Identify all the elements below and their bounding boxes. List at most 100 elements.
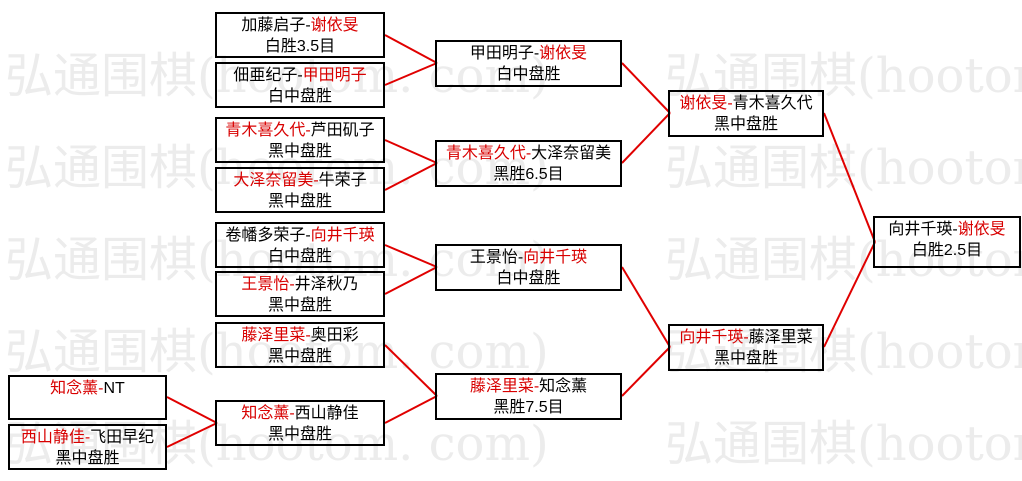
match-players: 大泽奈留美-牛荣子 xyxy=(217,170,383,191)
match-separator: - xyxy=(525,145,532,162)
bracket-line xyxy=(166,422,218,448)
player-name: 加藤启子 xyxy=(241,17,306,34)
match-separator: - xyxy=(305,122,311,139)
bracket-line xyxy=(166,396,218,424)
match-box-r1-2: 佃亜纪子-甲田明子白中盘胜 xyxy=(215,62,385,108)
match-players: 向井千瑛-谢依旻 xyxy=(875,219,1019,240)
match-players: 知念薰-西山静佳 xyxy=(217,403,383,424)
bracket-line xyxy=(823,112,876,243)
match-players: 王景怡-井泽秋乃 xyxy=(217,274,383,295)
match-result: 白中盘胜 xyxy=(496,66,561,83)
player-name: 飞田早纪 xyxy=(90,429,155,446)
bracket-line xyxy=(384,244,438,268)
player-name: 佃亜纪子 xyxy=(233,67,298,84)
player-name: 向井千瑛 xyxy=(679,329,744,346)
match-result: 黑中盘胜 xyxy=(713,116,778,133)
player-name: 向井千瑛 xyxy=(523,249,588,266)
match-box-sf-2: 向井千瑛-藤泽里菜黑中盘胜 xyxy=(668,324,824,371)
match-separator: - xyxy=(305,327,311,344)
bracket-line xyxy=(384,162,438,191)
match-separator: - xyxy=(533,378,540,395)
match-box-prelim-2: 西山静佳-飞田早纪黑中盘胜 xyxy=(8,424,167,470)
player-name: 甲田明子 xyxy=(302,67,367,84)
player-name: NT xyxy=(103,380,125,397)
match-separator: - xyxy=(952,221,958,238)
match-result: 黑胜6.5目 xyxy=(493,166,564,183)
match-result: 黑中盘胜 xyxy=(267,348,332,365)
match-players: 甲田明子-谢依旻 xyxy=(437,43,620,64)
bracket-line xyxy=(621,62,671,114)
bracket-line xyxy=(621,112,671,164)
match-players: 西山静佳-飞田早纪 xyxy=(10,427,165,448)
player-name: 向井千瑛 xyxy=(888,221,953,238)
player-name: 青木喜久代 xyxy=(225,122,306,139)
match-box-prelim-1: 知念薰-NT xyxy=(8,375,167,420)
bracket-line xyxy=(384,62,438,86)
match-players: 藤泽里菜-知念薰 xyxy=(437,376,620,397)
match-box-sf-1: 谢依旻-青木喜久代黑中盘胜 xyxy=(668,90,824,137)
match-box-r1-6: 王景怡-井泽秋乃黑中盘胜 xyxy=(215,271,385,317)
player-name: 西山静佳 xyxy=(20,429,85,446)
player-name: 知念薰 xyxy=(539,378,588,395)
player-name: 芦田矶子 xyxy=(310,122,375,139)
match-box-r2-4: 藤泽里菜-知念薰黑胜7.5目 xyxy=(435,373,622,420)
player-name: 甲田明子 xyxy=(469,45,534,62)
player-name: 谢依旻 xyxy=(679,95,728,112)
match-players: 加藤启子-谢依旻 xyxy=(217,15,383,36)
bracket-line xyxy=(621,266,671,348)
match-players: 王景怡-向井千瑛 xyxy=(437,247,620,268)
match-result: 白胜3.5目 xyxy=(264,38,336,55)
player-name: 大泽奈留美 xyxy=(531,145,612,162)
player-name: 王景怡 xyxy=(241,276,290,293)
match-box-r2-1: 甲田明子-谢依旻白中盘胜 xyxy=(435,40,622,87)
player-name: 知念薰 xyxy=(241,405,290,422)
match-box-r2-3: 王景怡-向井千瑛白中盘胜 xyxy=(435,244,622,291)
player-name: 知念薰 xyxy=(50,380,99,397)
bracket-line xyxy=(384,344,438,397)
match-separator: - xyxy=(533,45,540,62)
match-result: 白胜2.5目 xyxy=(911,242,983,259)
match-result: 白中盘胜 xyxy=(496,270,561,287)
player-name: 向井千瑛 xyxy=(310,227,375,244)
player-name: 奥田彩 xyxy=(310,327,359,344)
match-separator: - xyxy=(289,276,295,293)
match-result: 白中盘胜 xyxy=(267,88,332,105)
match-box-final: 向井千瑛-谢依旻白胜2.5目 xyxy=(873,216,1021,268)
match-box-r1-5: 卷幡多荣子-向井千瑛白中盘胜 xyxy=(215,222,385,268)
bracket-line xyxy=(384,395,438,424)
match-separator: - xyxy=(297,67,303,84)
match-result: 黑中盘胜 xyxy=(267,143,332,160)
bracket-line xyxy=(823,241,876,348)
match-result: 黑中盘胜 xyxy=(713,350,778,367)
match-box-r1-8: 知念薰-西山静佳黑中盘胜 xyxy=(215,400,385,446)
player-name: 卷幡多荣子 xyxy=(225,227,306,244)
match-players: 向井千瑛-藤泽里菜 xyxy=(670,327,822,348)
player-name: 井泽秋乃 xyxy=(294,276,359,293)
match-separator: - xyxy=(98,380,104,397)
bracket-line xyxy=(621,346,671,397)
match-result: 黑中盘胜 xyxy=(267,193,332,210)
match-separator: - xyxy=(727,95,733,112)
match-box-r1-4: 大泽奈留美-牛荣子黑中盘胜 xyxy=(215,167,385,213)
player-name: 藤泽里菜 xyxy=(469,378,534,395)
match-players: 藤泽里菜-奥田彩 xyxy=(217,325,383,346)
match-players: 青木喜久代-芦田矶子 xyxy=(217,120,383,141)
bracket-line xyxy=(384,139,438,164)
player-name: 大泽奈留美 xyxy=(233,172,314,189)
match-result: 黑胜7.5目 xyxy=(493,399,564,416)
match-box-r2-2: 青木喜久代-大泽奈留美黑胜6.5目 xyxy=(435,140,622,187)
match-players: 知念薰-NT xyxy=(10,378,165,399)
match-result: 黑中盘胜 xyxy=(267,297,332,314)
bracket-line xyxy=(384,34,438,64)
match-separator: - xyxy=(313,172,319,189)
bracket-line xyxy=(384,266,438,295)
player-name: 青木喜久代 xyxy=(732,95,813,112)
player-name: 谢依旻 xyxy=(957,221,1006,238)
match-separator: - xyxy=(84,429,91,446)
match-box-r1-3: 青木喜久代-芦田矶子黑中盘胜 xyxy=(215,117,385,163)
player-name: 谢依旻 xyxy=(310,17,359,34)
player-name: 藤泽里菜 xyxy=(241,327,306,344)
match-separator: - xyxy=(305,17,311,34)
